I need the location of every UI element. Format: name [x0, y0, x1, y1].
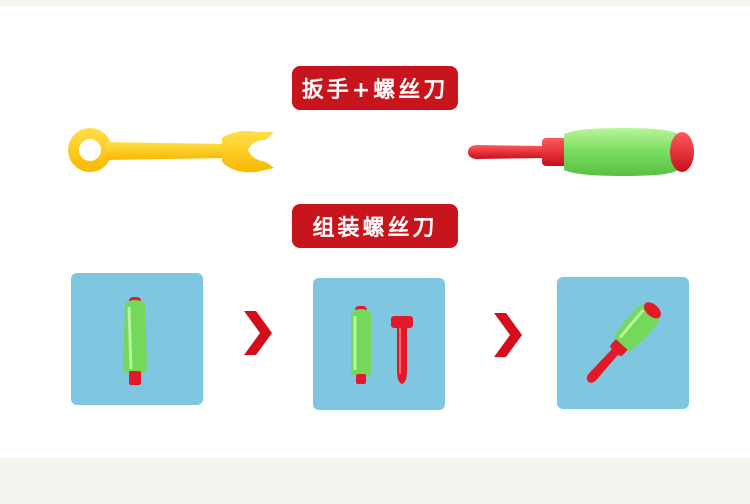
handle-icon [123, 297, 147, 385]
step-2-panel [313, 278, 445, 410]
parts-icon [351, 306, 413, 384]
step-1-panel [71, 273, 203, 405]
label-wrench-screwdriver-text: 扳手+螺丝刀 [301, 78, 449, 103]
step-3-panel [557, 277, 689, 409]
label-assemble-screwdriver-text: 组装螺丝刀 [312, 216, 438, 241]
label-assemble-screwdriver: 组装螺丝刀 [292, 204, 458, 248]
chevron-right-icon [494, 313, 522, 357]
chevron-right-icon [244, 311, 272, 355]
wrench-icon [68, 128, 274, 173]
label-wrench-screwdriver: 扳手+螺丝刀 [292, 66, 458, 110]
screwdriver-icon [468, 128, 694, 176]
assembled-screwdriver-icon [586, 302, 661, 383]
